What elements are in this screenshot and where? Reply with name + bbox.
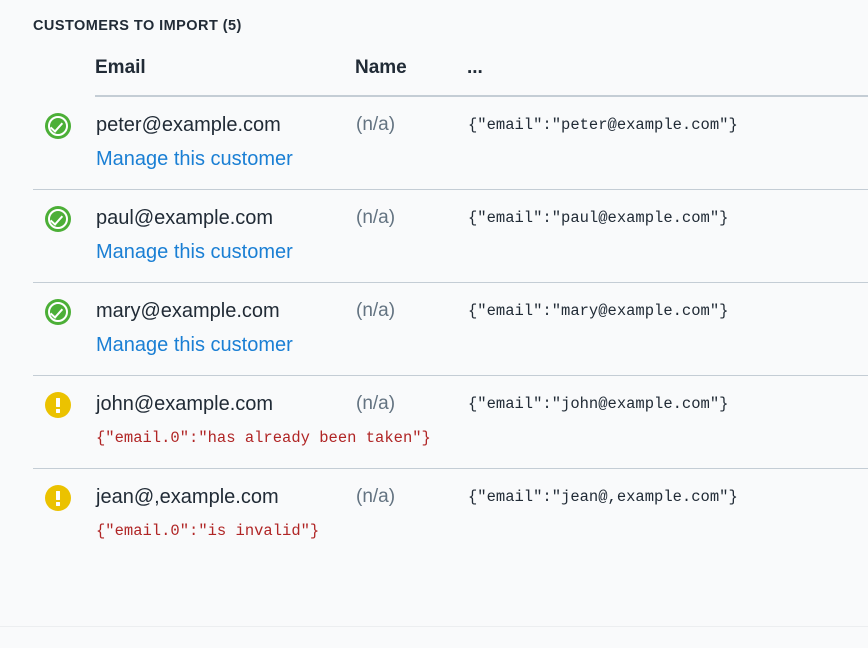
row-extra-cell: {"email":"peter@example.com"} [445,96,868,139]
table-row: paul@example.com (n/a) {"email":"paul@exam… [33,190,868,233]
customers-to-import-table-container: Email Name ... peter@example.com (n/a) {"e… [33,57,868,561]
row-name-cell: (n/a) [355,469,445,512]
table-row: mary@example.com (n/a) {"email":"mary@exam… [33,283,868,326]
row-name-value: (n/a) [356,300,396,321]
row-extra-cell: {"email":"paul@example.com"} [445,190,868,233]
row-extra-value: {"email":"jean@,example.com"} [468,488,738,506]
row-error-message: {"email.0":"has already been taken"} [96,429,431,447]
row-email-cell: paul@example.com [95,190,355,233]
row-status-cell [33,283,95,325]
row-email-cell: john@example.com [95,376,355,419]
row-detail-cell: {"email.0":"has already been taken"} [95,418,868,469]
manage-customer-link[interactable]: Manage this customer [96,241,293,263]
table-header: Email Name ... [33,57,868,97]
row-detail-cell: Manage this customer [95,139,868,190]
table-row: peter@example.com (n/a) {"email":"peter@ex… [33,96,868,139]
warning-circle-icon [45,485,71,511]
column-header-extra: ... [445,57,868,97]
table-row-detail: {"email.0":"has already been taken"} [33,418,868,469]
row-name-cell: (n/a) [355,190,445,233]
row-email-value: peter@example.com [96,114,281,136]
row-name-cell: (n/a) [355,283,445,326]
row-error-message: {"email.0":"is invalid"} [96,522,320,540]
table-row: john@example.com (n/a) {"email":"john@exam… [33,376,868,419]
column-header-email: Email [95,57,355,97]
row-name-value: (n/a) [356,207,396,228]
row-email-value: john@example.com [96,393,274,415]
row-detail-spacer [33,418,95,469]
row-extra-value: {"email":"peter@example.com"} [468,116,738,134]
row-name-cell: (n/a) [355,376,445,419]
row-status-cell [33,190,95,232]
row-extra-cell: {"email":"john@example.com"} [445,376,868,419]
table-row-detail: {"email.0":"is invalid"} [33,511,868,561]
row-name-value: (n/a) [356,486,396,507]
row-status-cell [33,469,95,511]
table-body: peter@example.com (n/a) {"email":"peter@ex… [33,96,868,561]
row-extra-cell: {"email":"mary@example.com"} [445,283,868,326]
row-email-value: jean@,example.com [96,486,279,508]
row-extra-cell: {"email":"jean@,example.com"} [445,469,868,512]
row-detail-spacer [33,325,95,376]
row-email-cell: mary@example.com [95,283,355,326]
row-name-value: (n/a) [356,114,396,135]
check-circle-icon [45,206,71,232]
row-detail-cell: Manage this customer [95,325,868,376]
table-row: jean@,example.com (n/a) {"email":"jean@,ex… [33,469,868,512]
row-status-cell [33,96,95,139]
row-extra-value: {"email":"john@example.com"} [468,395,729,413]
row-detail-cell: {"email.0":"is invalid"} [95,511,868,561]
row-email-cell: peter@example.com [95,96,355,139]
row-name-value: (n/a) [356,393,396,414]
row-detail-spacer [33,232,95,283]
table-row-detail: Manage this customer [33,325,868,376]
manage-customer-link[interactable]: Manage this customer [96,334,293,356]
row-detail-spacer [33,139,95,190]
row-name-cell: (n/a) [355,96,445,139]
page-title: CUSTOMERS TO IMPORT (5) [33,18,242,34]
row-detail-cell: Manage this customer [95,232,868,283]
table-header-row: Email Name ... [33,57,868,97]
customers-to-import-table: Email Name ... peter@example.com (n/a) {"e… [33,57,868,561]
row-email-value: mary@example.com [96,300,280,322]
column-header-name: Name [355,57,445,97]
column-header-status [33,57,95,96]
manage-customer-link[interactable]: Manage this customer [96,148,293,170]
row-email-value: paul@example.com [96,207,274,229]
row-detail-spacer [33,511,95,561]
table-row-detail: Manage this customer [33,232,868,283]
bottom-divider [0,626,868,627]
table-row-detail: Manage this customer [33,139,868,190]
warning-circle-icon [45,392,71,418]
row-email-cell: jean@,example.com [95,469,355,512]
check-circle-icon [45,299,71,325]
row-status-cell [33,376,95,418]
row-extra-value: {"email":"paul@example.com"} [468,209,729,227]
check-circle-icon [45,113,71,139]
row-extra-value: {"email":"mary@example.com"} [468,302,729,320]
